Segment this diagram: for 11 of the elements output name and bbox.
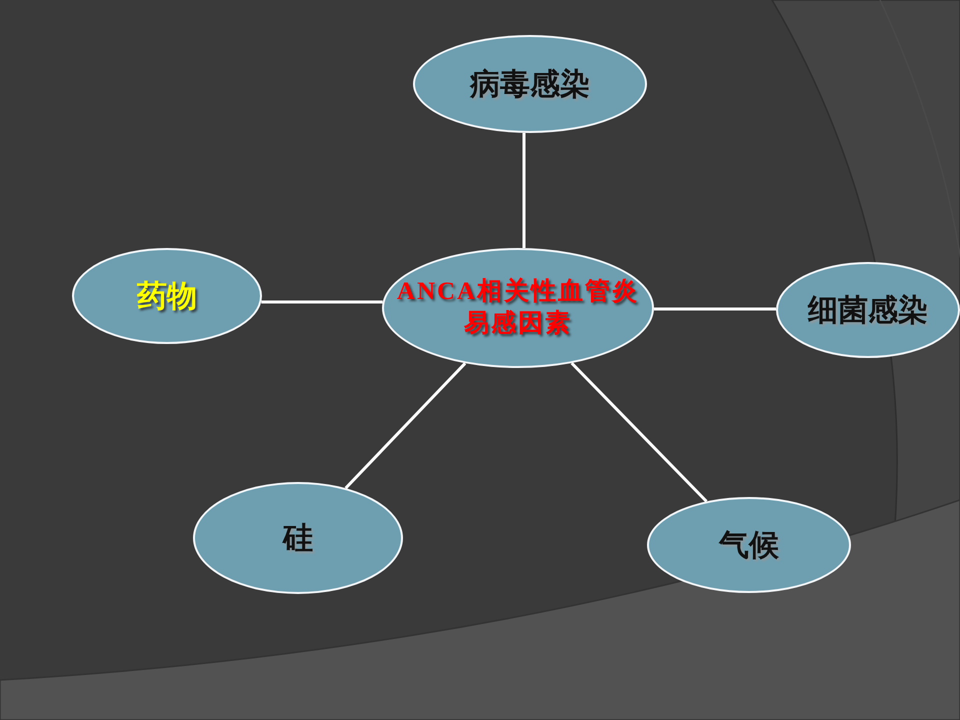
node-text: ANCA相关性血管炎易感因素 xyxy=(396,276,640,339)
node-text: 药物 xyxy=(137,278,197,316)
connector-line xyxy=(654,308,776,310)
node-text: 细菌感染 xyxy=(808,292,928,330)
connector-line xyxy=(522,132,526,248)
node-text: 病毒感染 xyxy=(470,66,590,104)
connector-line xyxy=(344,362,466,490)
connector-line xyxy=(261,300,383,304)
connector-line xyxy=(570,362,708,502)
node-text: 气候 xyxy=(719,526,779,564)
node-text: 硅 xyxy=(283,520,313,558)
